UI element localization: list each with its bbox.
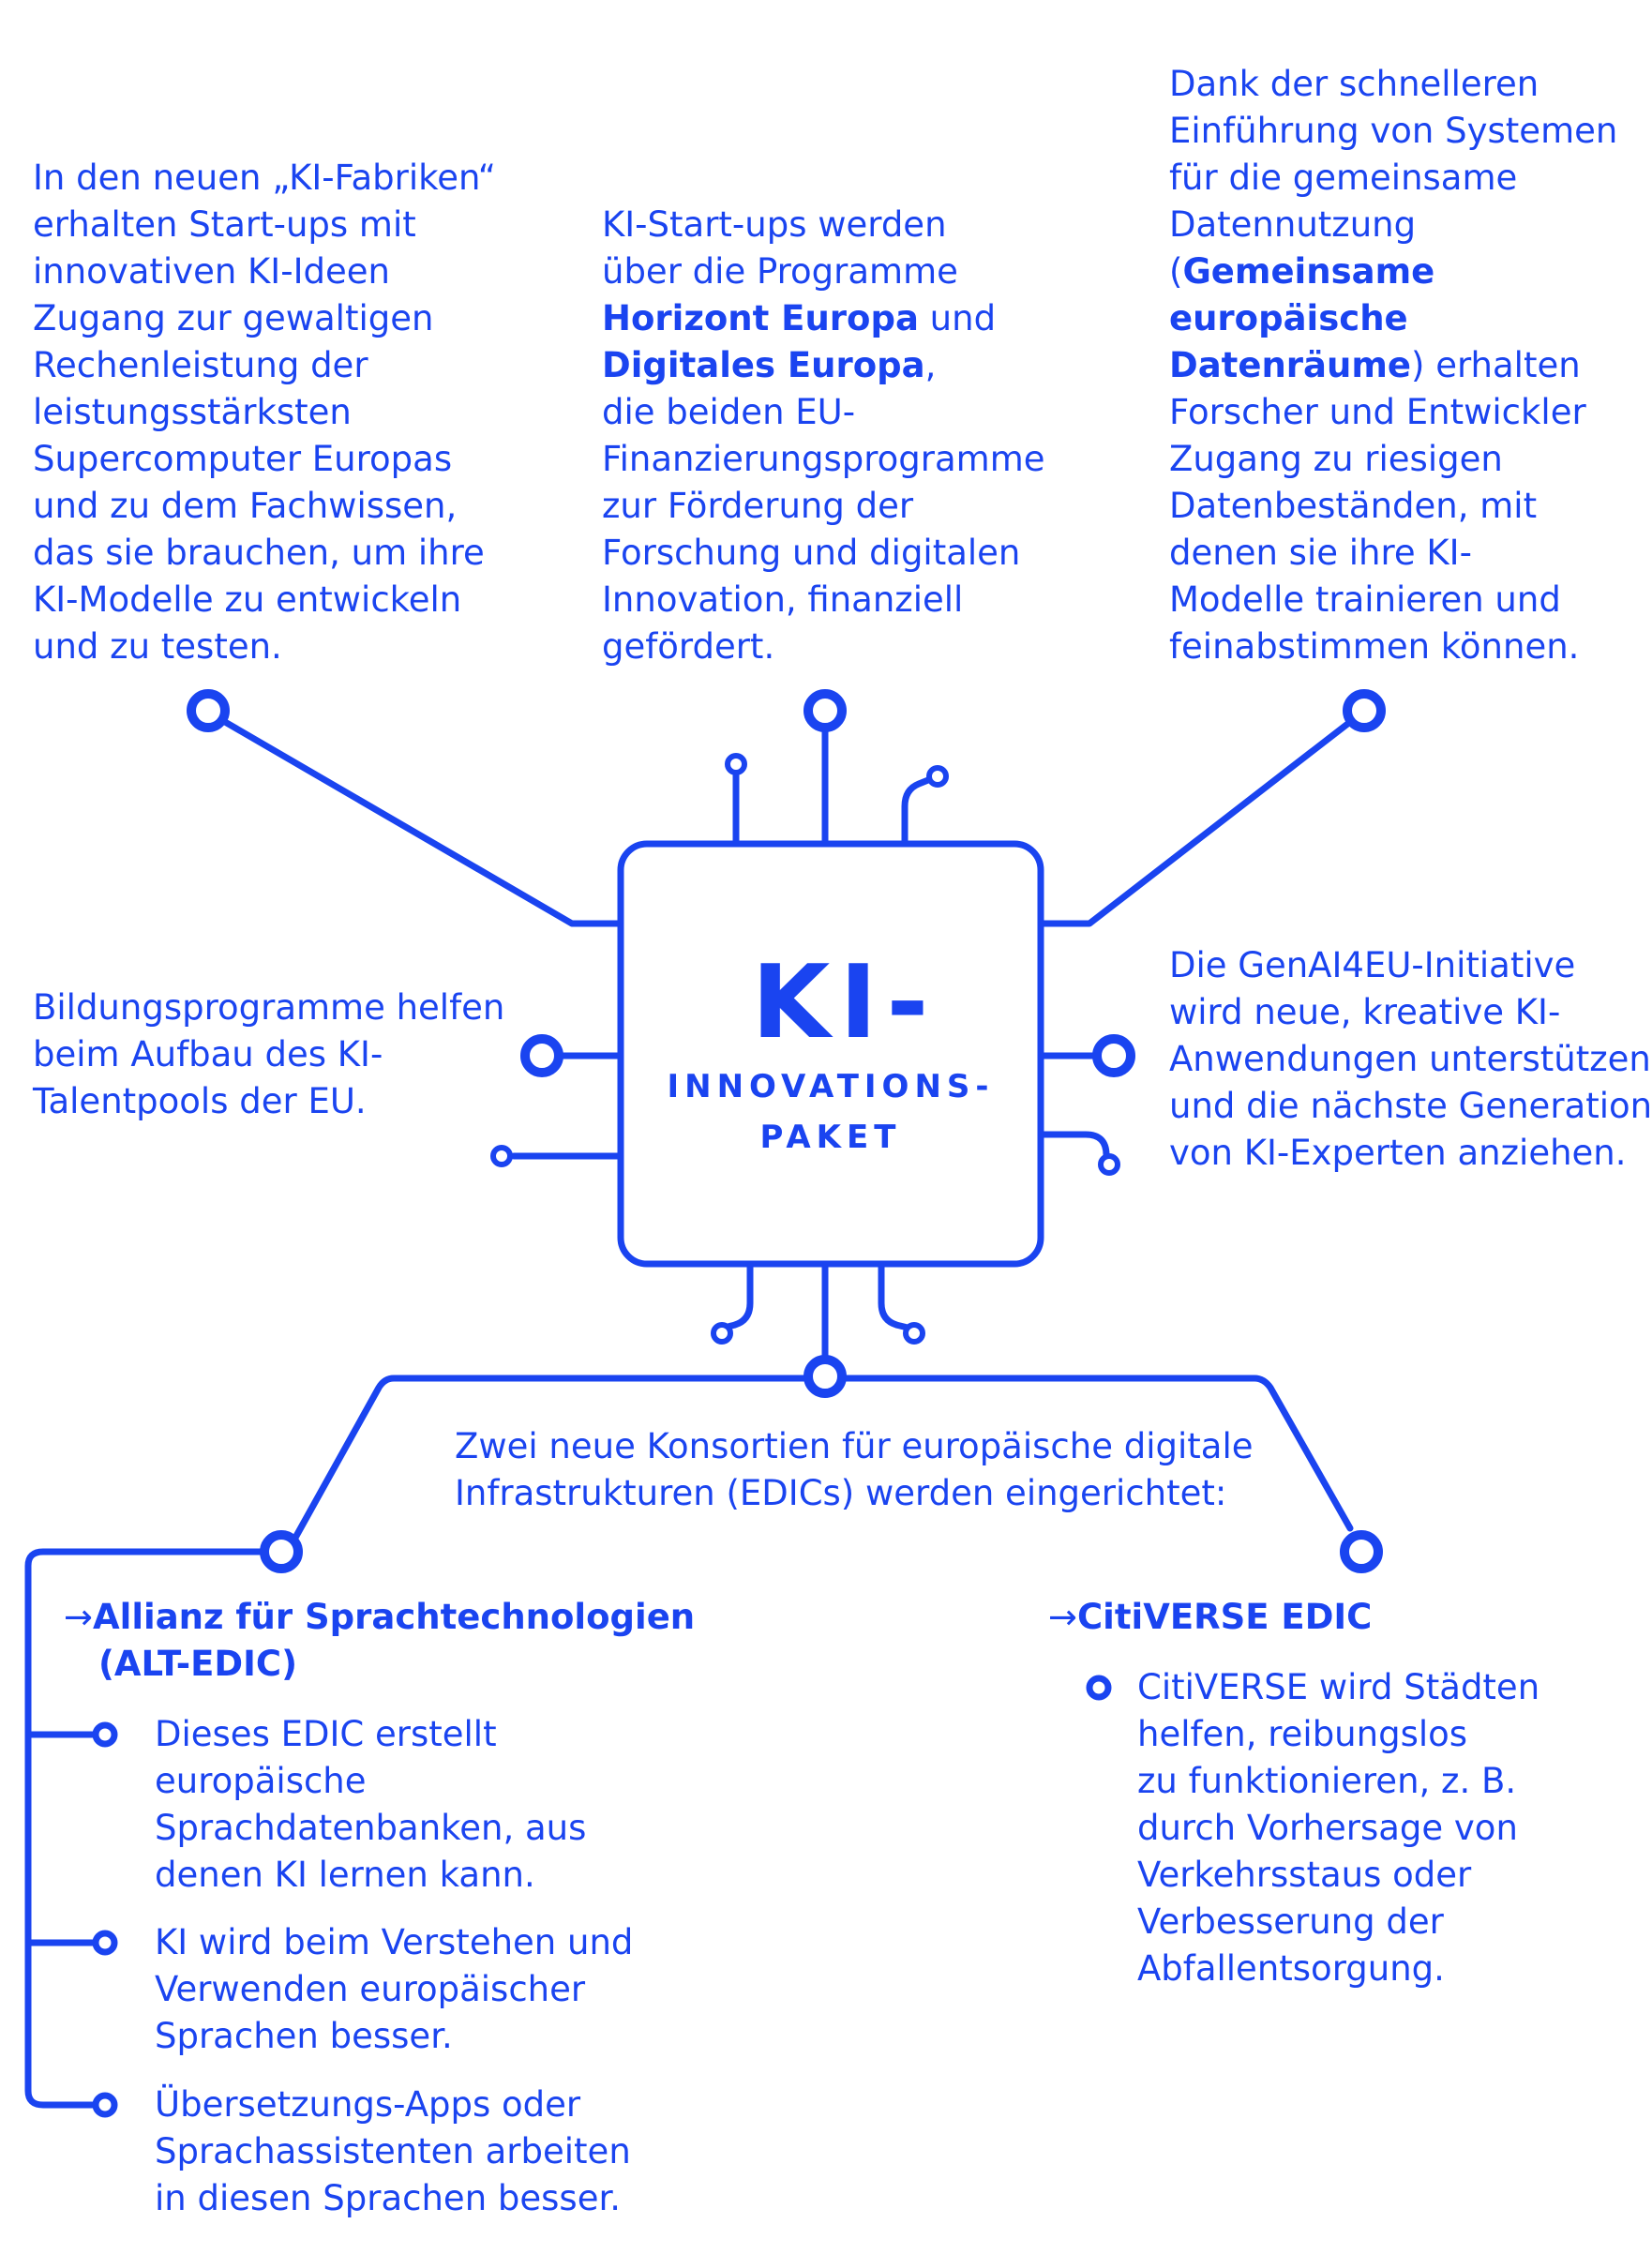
alt-item-1: Dieses EDIC erstellt europäische Sprachd…	[155, 1714, 587, 1895]
heading-citiverse-edic: →CitiVERSE EDIC	[1048, 1597, 1373, 1637]
alt-item-2: KI wird beim Verstehen und Verwenden eur…	[155, 1922, 634, 2056]
chip-title-line3: PAKET	[759, 1119, 902, 1156]
wire-bottom-bus	[840, 1375, 1354, 1532]
text-genai4eu: Die GenAI4EU-Initiative wird neue, kreat…	[1169, 945, 1652, 1173]
wire-bottom-bus-left	[292, 1375, 810, 1541]
alt-item-3: Übersetzungs-Apps oder Sprachassistenten…	[155, 2084, 631, 2218]
node-left-lower	[490, 1145, 513, 1167]
arrow-right-icon: →	[1048, 1597, 1078, 1637]
bold-horizont-europa: Horizont Europa	[602, 298, 919, 338]
heading-alt-edic: →Allianz für Sprachtechnologien (ALT-EDI…	[64, 1597, 696, 1684]
arrow-right-icon: →	[64, 1597, 94, 1637]
text-data-spaces: Dank der schnelleren Einführung von Syst…	[1169, 64, 1618, 667]
node-edic-left	[260, 1530, 303, 1573]
node-alt-item2	[92, 1930, 118, 1956]
node-top-right-pin	[926, 765, 949, 788]
node-alt-item3	[92, 2092, 118, 2118]
node-alt-item1	[92, 1721, 118, 1748]
wire-right-lower	[1037, 1131, 1110, 1165]
node-bottom-center	[803, 1355, 847, 1398]
wire-top-right	[1037, 718, 1354, 927]
node-edic-right	[1340, 1530, 1383, 1573]
node-citiverse-item	[1086, 1675, 1112, 1701]
node-right-upper	[1092, 1034, 1135, 1077]
text-ki-fabriken: In den neuen „KI-Fabriken“ erhalten Star…	[33, 158, 496, 667]
node-bottom-left-pin	[711, 1322, 733, 1345]
wire-bottom-left-pin	[721, 1260, 754, 1331]
chip-title-line2: INNOVATIONS-	[667, 1068, 995, 1105]
node-right-lower	[1098, 1153, 1120, 1176]
node-bottom-right-pin	[903, 1322, 925, 1345]
citiverse-item: CitiVERSE wird Städten helfen, reibungsl…	[1137, 1667, 1540, 1989]
text-funding-programs: KI-Start-ups werden über die Programme H…	[602, 204, 1045, 667]
wire-top-right-pin	[901, 776, 932, 848]
node-top-center	[803, 689, 847, 732]
chip-title: KI- INNOVATIONS- PAKET	[621, 947, 1041, 1163]
wire-alt-bracket	[24, 1548, 268, 2109]
wire-bottom-right-pin	[878, 1260, 911, 1331]
bold-digitales-europa: Digitales Europa	[602, 345, 925, 385]
wire-top-left	[221, 718, 624, 927]
node-top-left-pin	[725, 753, 747, 775]
text-education: Bildungsprogramme helfen beim Aufbau des…	[33, 987, 505, 1121]
node-top-left	[187, 689, 230, 732]
text-edic-intro: Zwei neue Konsortien für europäische dig…	[455, 1426, 1254, 1513]
chip-title-line1: KI-	[751, 944, 939, 1061]
node-left-upper	[520, 1034, 563, 1077]
node-top-right	[1343, 689, 1386, 732]
